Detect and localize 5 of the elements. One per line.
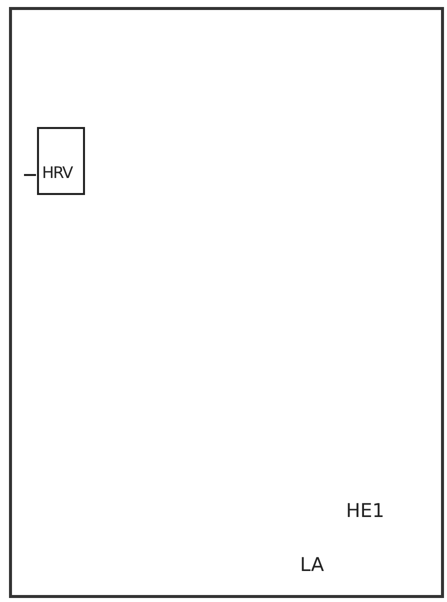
equipment-box — [37, 127, 85, 195]
room-label: HE1 — [346, 502, 384, 521]
room-label: LA — [300, 556, 324, 575]
equipment-label: HRV — [42, 163, 72, 182]
page-frame — [9, 7, 444, 598]
